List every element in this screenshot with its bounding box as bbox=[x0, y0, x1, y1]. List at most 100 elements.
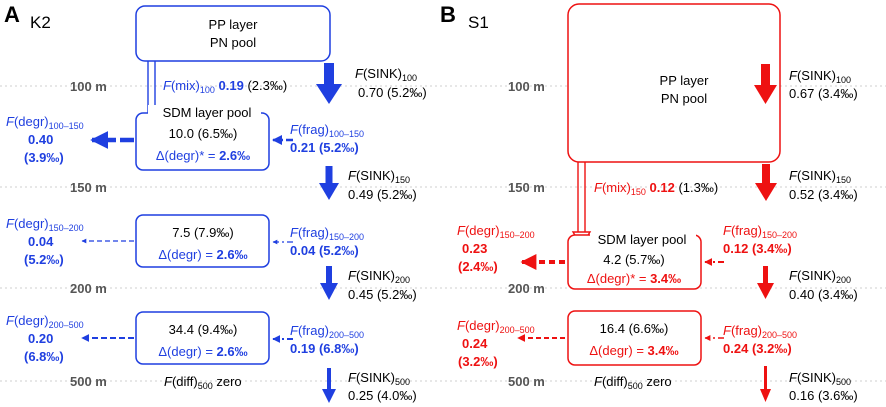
s1-fsink-500-value: 0.16 (3.6‰) bbox=[789, 388, 858, 403]
depth-label-150m-right: 150 m bbox=[508, 180, 545, 195]
s1-sink-arrows bbox=[754, 64, 777, 402]
k2-sink-arrow-200-head bbox=[320, 283, 338, 300]
depth-label-200m-right: 200 m bbox=[508, 281, 545, 296]
s1-mix-arrow bbox=[571, 162, 592, 248]
k2-degr-rate-2: Δ(degr) = 2.6‰ bbox=[158, 247, 247, 262]
s1-sink-arrowhead-100 bbox=[754, 85, 777, 104]
s1-sink-labels: F(SINK)100 0.67 (3.4‰) F(SINK)150 0.52 (… bbox=[789, 68, 858, 403]
s1-fsink-500-label: F(SINK)500 bbox=[789, 370, 851, 387]
s1-fdegr-value-2: 0.24 bbox=[462, 336, 488, 351]
s1-degr-arrows bbox=[517, 254, 565, 342]
k2-pn-pool-label: PN pool bbox=[210, 35, 256, 50]
k2-sink-arrow-100 bbox=[324, 63, 334, 85]
k2-fdegr-value-3: 0.20 bbox=[28, 331, 53, 346]
k2-fmix-label: F(mix)100 0.19 (2.3‰) bbox=[163, 78, 287, 95]
depth-label-150m-left: 150 m bbox=[70, 180, 107, 195]
s1-ffrag-value-2: 0.24 (3.2‰) bbox=[723, 341, 792, 356]
k2-fdegr-label-1: F(degr)100–150 bbox=[6, 114, 84, 131]
depth-label-200m-left: 200 m bbox=[70, 281, 107, 296]
s1-pn-pool-label: PN pool bbox=[661, 91, 707, 106]
panel-k2: A K2 PP layer PN pool F(mix)100 0.19 (2.… bbox=[4, 2, 427, 403]
k2-sink-arrow-150 bbox=[325, 166, 333, 184]
s1-degr-rate-1: Δ(degr)* = 3.4‰ bbox=[587, 271, 681, 286]
s1-pp-layer-box bbox=[567, 3, 781, 163]
s1-sdm-pool-value-1: 4.2 (5.7‰) bbox=[603, 252, 664, 267]
k2-fsink-150-value: 0.49 (5.2‰) bbox=[348, 187, 417, 202]
k2-fdegr-value-1: 0.40 bbox=[28, 132, 53, 147]
k2-sdm-label-bg bbox=[148, 105, 261, 120]
k2-ffrag-value-3: 0.19 (6.8‰) bbox=[290, 341, 359, 356]
k2-fsink-200-value: 0.45 (5.2‰) bbox=[348, 287, 417, 302]
k2-sink-arrow-500 bbox=[327, 368, 331, 390]
s1-fdegr-pct-2: (3.2‰) bbox=[458, 354, 498, 369]
s1-fdegr-label-2: F(degr)200–500 bbox=[457, 318, 535, 335]
s1-ffrag-value-1: 0.12 (3.4‰) bbox=[723, 241, 792, 256]
k2-pp-layer-label: PP layer bbox=[209, 17, 259, 32]
s1-fdiff-label: F(diff)500 zero bbox=[594, 374, 672, 391]
k2-fsink-500-label: F(SINK)500 bbox=[348, 370, 410, 387]
k2-sdm-pool-value-3: 34.4 (9.4‰) bbox=[169, 322, 238, 337]
s1-sink-arrow-200 bbox=[763, 266, 768, 284]
s1-fsink-200-value: 0.40 (3.4‰) bbox=[789, 287, 858, 302]
panel-name-k2: K2 bbox=[30, 13, 51, 32]
k2-fsink-500-value: 0.25 (4.0‰) bbox=[348, 388, 417, 403]
k2-fsink-100-label: F(SINK)100 bbox=[355, 66, 417, 83]
s1-sink-arrowhead-150 bbox=[755, 183, 777, 201]
s1-degr-rate-2: Δ(degr) = 3.4‰ bbox=[589, 343, 678, 358]
k2-fsink-150-label: F(SINK)150 bbox=[348, 168, 410, 185]
k2-sink-arrow-200 bbox=[326, 266, 332, 284]
s1-fsink-200-label: F(SINK)200 bbox=[789, 268, 851, 285]
k2-fdiff-label: F(diff)500 zero bbox=[164, 374, 242, 391]
s1-ffrag-label-2: F(frag)200–500 bbox=[723, 323, 797, 340]
k2-fdegr-label-2: F(degr)150–200 bbox=[6, 216, 84, 233]
s1-fsink-150-label: F(SINK)150 bbox=[789, 168, 851, 185]
depth-label-500m-left: 500 m bbox=[70, 374, 107, 389]
k2-fdegr-pct-1: (3.9‰) bbox=[24, 150, 64, 165]
depth-label-500m-right: 500 m bbox=[508, 374, 545, 389]
s1-fdegr-label-1: F(degr)150–200 bbox=[457, 223, 535, 240]
k2-ffrag-label-1: F(frag)100–150 bbox=[290, 122, 364, 139]
s1-fsink-100-value: 0.67 (3.4‰) bbox=[789, 86, 858, 101]
k2-fdegr-label-3: F(degr)200–500 bbox=[6, 313, 84, 330]
s1-fsink-100-label: F(SINK)100 bbox=[789, 68, 851, 85]
s1-pp-layer-label: PP layer bbox=[660, 73, 710, 88]
k2-fdegr-pct-3: (6.8‰) bbox=[24, 349, 64, 364]
s1-sink-arrow-500 bbox=[764, 366, 767, 390]
s1-sink-arrow-100 bbox=[761, 64, 770, 86]
k2-sdm-pool-value-1: 10.0 (6.5‰) bbox=[169, 126, 238, 141]
k2-degr-rate-3: Δ(degr) = 2.6‰ bbox=[158, 344, 247, 359]
k2-sink-labels: F(SINK)100 0.70 (5.2‰) F(SINK)150 0.49 (… bbox=[348, 66, 427, 403]
s1-sink-arrow-150 bbox=[762, 164, 770, 184]
panel-letter-b: B bbox=[440, 2, 456, 27]
k2-pp-layer-box bbox=[135, 5, 331, 62]
k2-ffrag-label-2: F(frag)150–200 bbox=[290, 225, 364, 242]
k2-ffrag-label-3: F(frag)200–500 bbox=[290, 323, 364, 340]
panel-letter-a: A bbox=[4, 2, 20, 27]
depth-label-100m-left: 100 m bbox=[70, 79, 107, 94]
s1-sdm-pool-value-2: 16.4 (6.6‰) bbox=[600, 321, 669, 336]
s1-sdm-layer-pool-label: SDM layer pool bbox=[598, 232, 687, 247]
k2-sink-arrows bbox=[316, 63, 342, 403]
s1-fmix-label: F(mix)150 0.12 (1.3‰) bbox=[594, 180, 718, 197]
s1-fsink-150-value: 0.52 (3.4‰) bbox=[789, 187, 858, 202]
s1-sink-arrowhead-200 bbox=[757, 283, 774, 299]
k2-sink-arrowhead-150 bbox=[319, 183, 339, 200]
k2-fsink-100-value: 0.70 (5.2‰) bbox=[358, 85, 427, 100]
k2-sdm-box-200-500 bbox=[135, 311, 270, 365]
k2-sdm-box-150-200 bbox=[135, 214, 270, 268]
k2-ffrag-value-2: 0.04 (5.2‰) bbox=[290, 243, 359, 258]
k2-sdm-layer-pool-label: SDM layer pool bbox=[163, 105, 252, 120]
k2-fdegr-value-2: 0.04 bbox=[28, 234, 54, 249]
k2-sink-arrowhead-100 bbox=[316, 84, 342, 104]
k2-sink-arrowhead-500 bbox=[322, 389, 336, 403]
k2-fsink-200-label: F(SINK)200 bbox=[348, 268, 410, 285]
k2-degr-rate-1: Δ(degr)* = 2.6‰ bbox=[156, 148, 250, 163]
k2-ffrag-value-1: 0.21 (5.2‰) bbox=[290, 140, 359, 155]
s1-sdm-box-200-500 bbox=[567, 310, 702, 366]
s1-sink-arrowhead-500 bbox=[760, 389, 771, 402]
s1-frag-arrows bbox=[704, 258, 724, 341]
k2-sdm-pool-value-2: 7.5 (7.9‰) bbox=[172, 225, 233, 240]
panel-name-s1: S1 bbox=[468, 13, 489, 32]
s1-ffrag-label-1: F(frag)150–200 bbox=[723, 223, 797, 240]
